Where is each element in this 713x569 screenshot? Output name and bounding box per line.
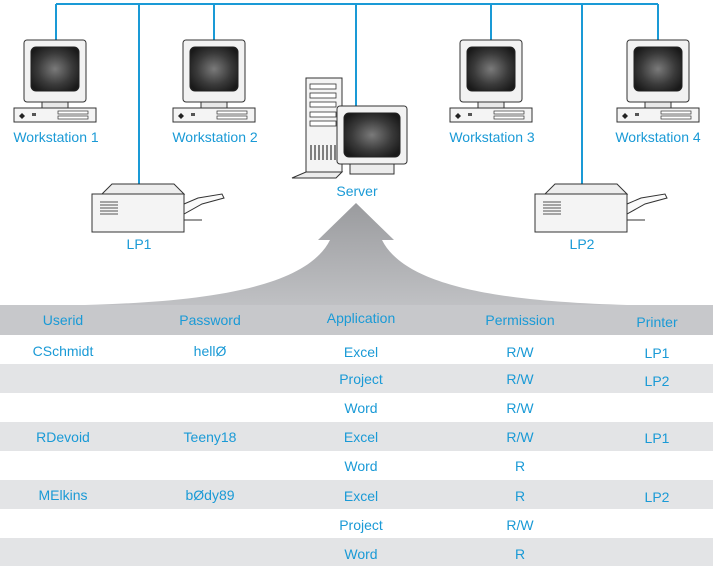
cell-password: Teeny18: [183, 429, 237, 445]
cell-password: hellØ: [193, 343, 227, 359]
table-header-row: Userid Password Application Permission P…: [0, 305, 713, 335]
workstation-1-computer: [13, 39, 97, 123]
table-row: Word R/W: [0, 393, 713, 422]
server-computer: [291, 77, 408, 179]
cell-permission: R/W: [506, 400, 534, 416]
cell-permission: R: [514, 458, 526, 474]
table-row: RDevoid Teeny18 Excel R/W LP1: [0, 422, 713, 451]
header-userid: Userid: [42, 312, 84, 328]
workstation-1-label: Workstation 1: [13, 129, 99, 145]
upload-arrow: [0, 203, 713, 306]
cell-application: Project: [339, 517, 383, 533]
cell-application: Excel: [343, 429, 379, 445]
cell-password: bØdy89: [185, 487, 235, 503]
table-row: Word R: [0, 451, 713, 480]
cell-permission: R/W: [506, 429, 534, 445]
network-bus: [55, 3, 659, 186]
cell-printer: LP1: [644, 430, 670, 446]
workstation-4-label: Workstation 4: [615, 129, 701, 145]
workstation-3-label: Workstation 3: [449, 129, 535, 145]
workstation-3-computer: [449, 39, 533, 123]
workstation-2-label: Workstation 2: [172, 129, 258, 145]
cell-application: Word: [344, 458, 378, 474]
cell-userid: MElkins: [38, 487, 88, 503]
header-password: Password: [179, 312, 241, 328]
cell-application: Excel: [343, 488, 379, 504]
table-row: MElkins bØdy89 Excel R LP2: [0, 480, 713, 509]
cell-permission: R: [514, 546, 526, 562]
table-row: CSchmidt hellØ Excel R/W LP1: [0, 335, 713, 364]
cell-permission: R/W: [506, 371, 534, 387]
lp1-label: LP1: [126, 236, 152, 252]
cell-application: Word: [344, 546, 378, 562]
cell-permission: R: [514, 488, 526, 504]
header-application: Application: [326, 310, 396, 326]
lp2-label: LP2: [569, 236, 595, 252]
cell-userid: CSchmidt: [32, 343, 94, 359]
workstation-2-computer: [172, 39, 256, 123]
cell-printer: LP2: [644, 373, 670, 389]
table-row: Project R/W: [0, 509, 713, 538]
header-printer: Printer: [636, 314, 678, 330]
workstation-4-computer: [616, 39, 700, 123]
cell-permission: R/W: [506, 344, 534, 360]
cell-application: Project: [339, 371, 383, 387]
cell-permission: R/W: [506, 517, 534, 533]
server-label: Server: [336, 183, 378, 199]
table-row: Word R: [0, 538, 713, 566]
lp1-printer: [91, 183, 225, 233]
header-permission: Permission: [485, 312, 555, 328]
cell-application: Word: [344, 400, 378, 416]
lp2-printer: [534, 183, 668, 233]
cell-userid: RDevoid: [36, 429, 90, 445]
cell-application: Excel: [343, 344, 379, 360]
cell-printer: LP2: [644, 489, 670, 505]
cell-printer: LP1: [644, 345, 670, 361]
table-row: Project R/W LP2: [0, 364, 713, 393]
